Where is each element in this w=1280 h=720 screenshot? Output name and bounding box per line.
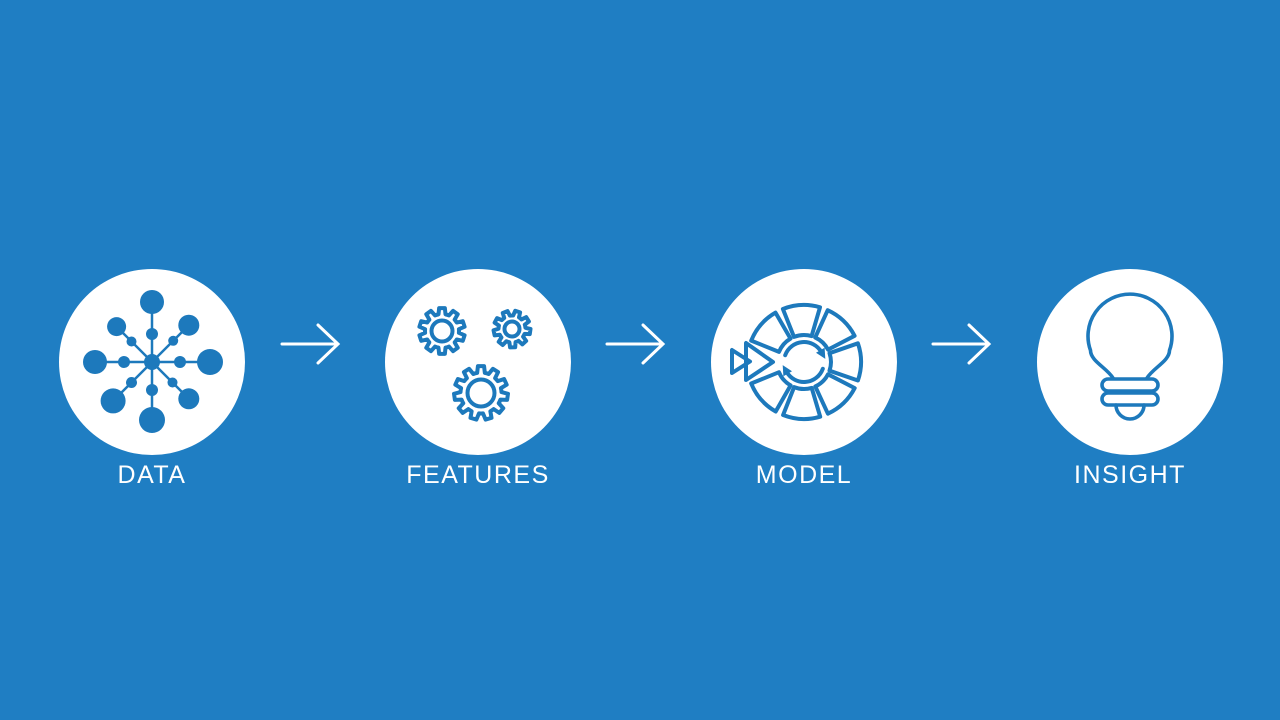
stage-label-insight: INSIGHT: [1074, 461, 1186, 489]
hub-spoke-shape: [83, 290, 223, 433]
stage-circle-insight: [1037, 269, 1223, 455]
stage-label-model: MODEL: [755, 461, 853, 489]
model-iteration-icon: [730, 302, 863, 422]
segmented-ring-shape: [749, 302, 863, 422]
fast-forward-triangles: [730, 341, 775, 382]
gears-shape: [417, 306, 533, 422]
refresh-cycle-icon: [782, 340, 826, 384]
lightbulb-icon: [1086, 292, 1174, 421]
arrow-right-icon: [931, 323, 992, 365]
arrow-right-icon: [605, 323, 666, 365]
stage-label-data: DATA: [117, 461, 187, 489]
stage-label-features: FEATURES: [406, 461, 550, 489]
stage-circle-features: [385, 269, 571, 455]
arrow-right-icon: [280, 323, 341, 365]
bulb-shape: [1086, 292, 1174, 421]
gears-icon: [417, 306, 533, 422]
stage-circle-model: [711, 269, 897, 455]
data-network-icon: [83, 290, 223, 433]
stage-circle-data: [59, 269, 245, 455]
